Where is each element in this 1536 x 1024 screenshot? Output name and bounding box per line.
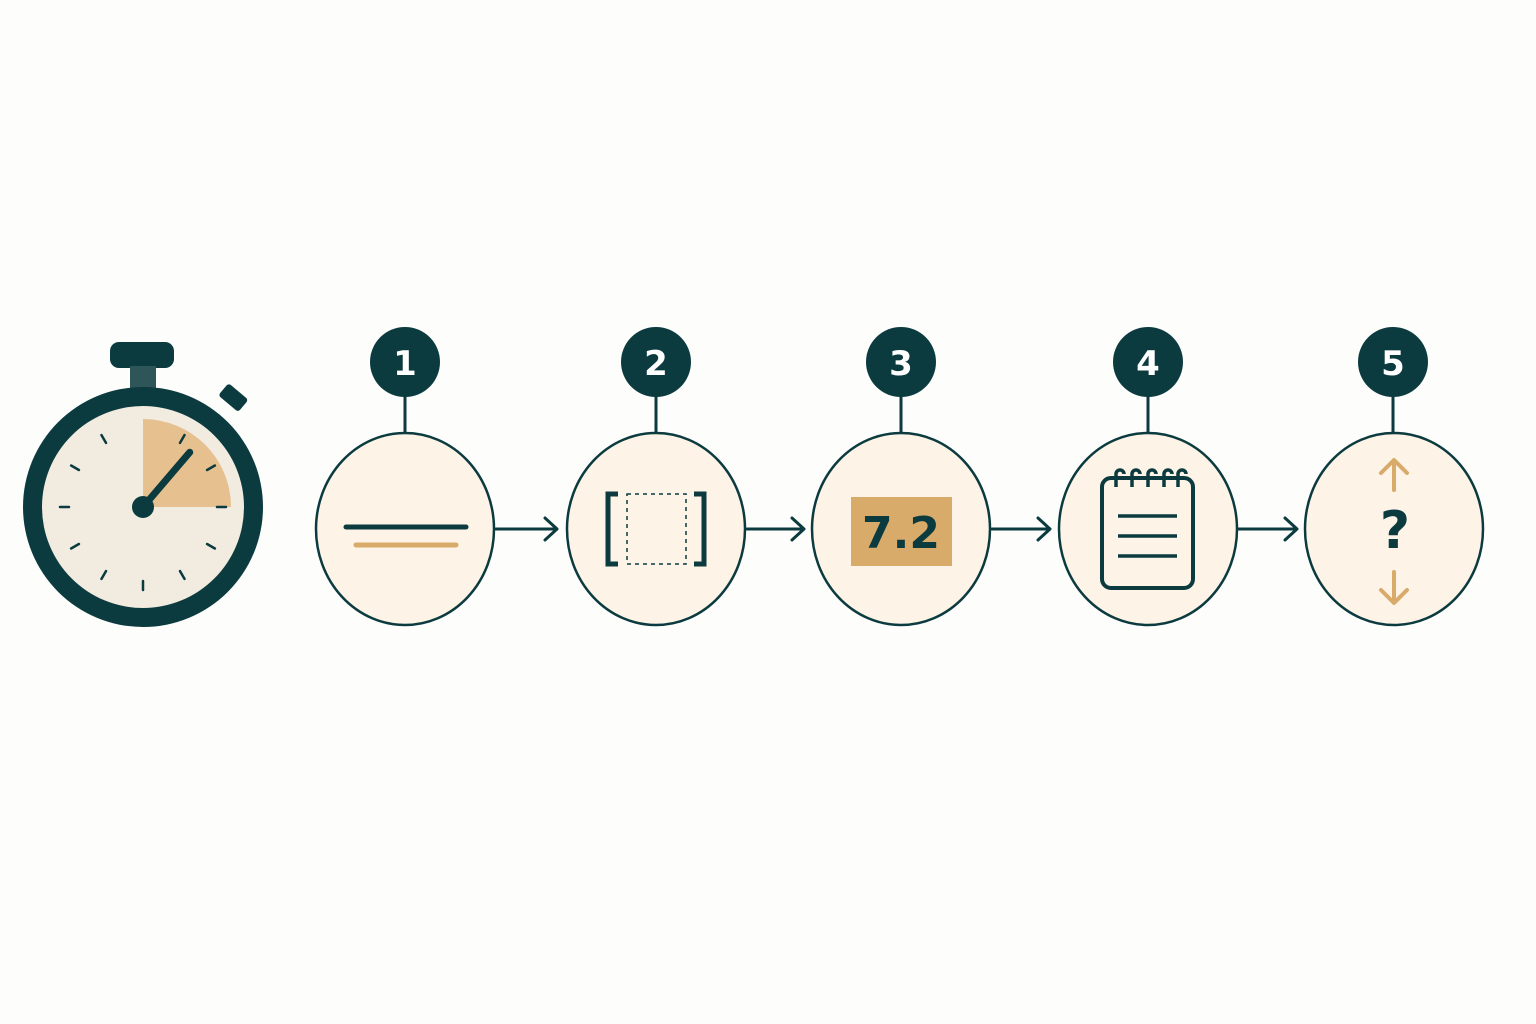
step-circle bbox=[1303, 431, 1485, 627]
step-circle bbox=[1057, 431, 1239, 627]
stopwatch-hand bbox=[139, 448, 194, 511]
score-badge-icon: 7.2 bbox=[851, 497, 952, 566]
step-2: 2 bbox=[565, 327, 747, 627]
arrow-right-icon bbox=[745, 516, 806, 542]
arrow-right-icon bbox=[1236, 516, 1299, 542]
stopwatch-tick bbox=[178, 569, 186, 581]
stopwatch-stem bbox=[130, 366, 156, 388]
step-circle bbox=[565, 431, 747, 627]
step-number-badge bbox=[370, 327, 440, 397]
question-updown-icon: ? bbox=[1379, 458, 1410, 605]
question-mark: ? bbox=[1380, 501, 1410, 561]
step-number-badge bbox=[621, 327, 691, 397]
step-number: 5 bbox=[1381, 344, 1405, 384]
stopwatch-tick bbox=[69, 464, 81, 472]
score-badge-background bbox=[851, 497, 952, 566]
notepad-rings bbox=[1114, 468, 1188, 487]
stopwatch-tick bbox=[100, 569, 108, 581]
bracket-frame-icon bbox=[605, 491, 707, 567]
stopwatch-icon bbox=[23, 342, 263, 627]
step-number: 3 bbox=[889, 344, 913, 384]
step-3: 3 7.2 bbox=[810, 327, 992, 627]
step-5: 5 ? bbox=[1303, 327, 1485, 627]
stopwatch-tick bbox=[69, 542, 81, 550]
stopwatch-ticks bbox=[58, 433, 228, 592]
step-number: 1 bbox=[393, 344, 417, 384]
stopwatch-tick bbox=[205, 542, 217, 550]
score-value: 7.2 bbox=[862, 508, 940, 559]
step-number: 2 bbox=[644, 344, 668, 384]
stopwatch-tick bbox=[178, 433, 186, 445]
step-4: 4 bbox=[1057, 327, 1239, 627]
step-number: 4 bbox=[1136, 344, 1160, 384]
step-number-badge bbox=[1358, 327, 1428, 397]
stopwatch-side-button bbox=[219, 384, 248, 411]
stopwatch-tick bbox=[205, 464, 217, 472]
arrow-up-icon bbox=[1379, 458, 1409, 492]
arrow-right-icon bbox=[494, 516, 559, 542]
stopwatch-tick bbox=[100, 433, 108, 445]
arrow-right-icon bbox=[990, 516, 1052, 542]
stopwatch-hub bbox=[132, 496, 154, 518]
step-number-badge bbox=[1113, 327, 1183, 397]
notepad-icon bbox=[1100, 468, 1195, 590]
step-number-badge bbox=[866, 327, 936, 397]
arrow-down-icon bbox=[1379, 570, 1409, 605]
stopwatch-crown bbox=[110, 342, 174, 368]
line-icon bbox=[343, 524, 469, 548]
step-1: 1 bbox=[314, 327, 496, 627]
